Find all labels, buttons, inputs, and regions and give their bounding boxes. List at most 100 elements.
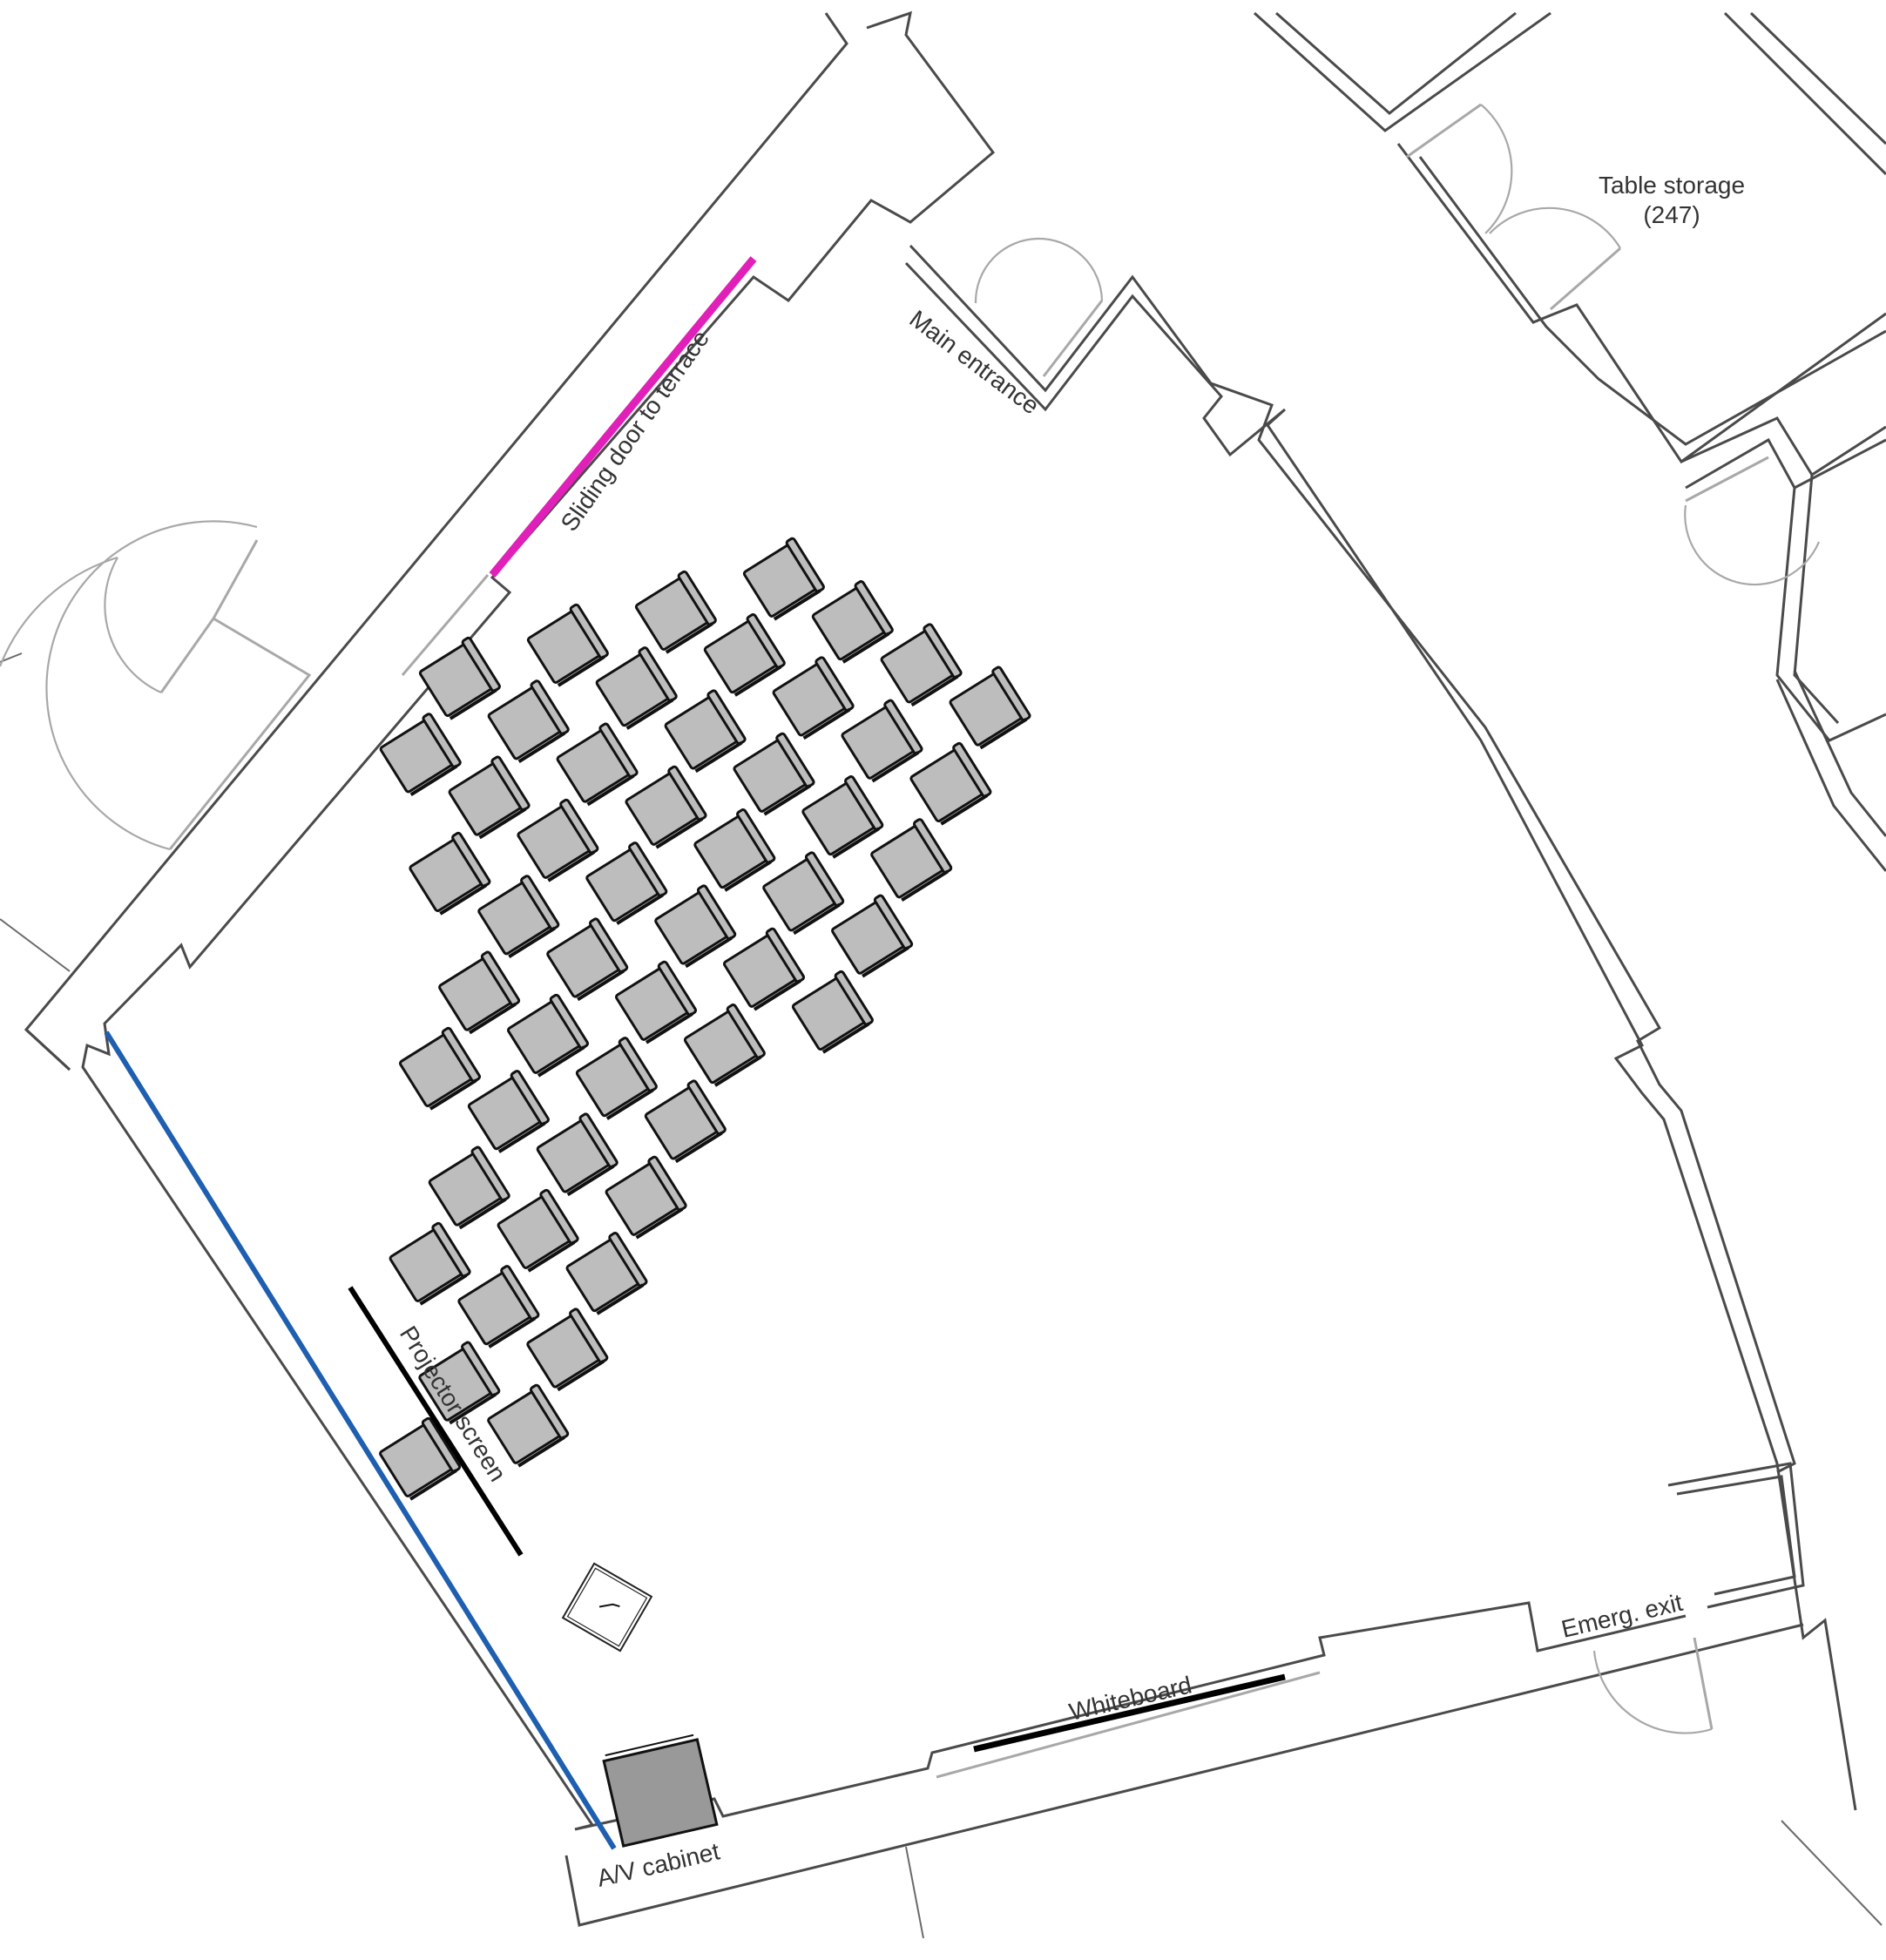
chair-seat	[654, 891, 729, 965]
chair-base	[577, 969, 625, 1002]
chair-base	[449, 688, 497, 720]
chair-base	[940, 794, 989, 826]
chair-seat	[536, 1119, 611, 1193]
storage-door-swing-2	[1489, 206, 1621, 249]
chair	[467, 1070, 550, 1153]
chair-seat	[870, 824, 945, 899]
chair-back	[490, 755, 531, 812]
storage-wall-8	[1685, 437, 1886, 490]
chair	[585, 841, 668, 925]
west-door-frame	[168, 617, 312, 850]
chair-back	[638, 646, 678, 702]
chair-base	[605, 1088, 654, 1120]
chair-seat	[909, 748, 984, 823]
chair	[880, 623, 963, 707]
east-room-wall	[1775, 487, 1886, 742]
chair-back	[834, 970, 874, 1026]
chair-base	[557, 1359, 605, 1392]
terrace-window-pane	[401, 574, 490, 676]
chair-back	[912, 818, 953, 874]
chair	[733, 732, 815, 816]
chair-seat	[487, 686, 562, 760]
av-cabinet-box	[602, 1738, 719, 1848]
west-door-leaf-2	[212, 539, 259, 619]
chair	[409, 831, 491, 916]
chair-back	[480, 950, 521, 1007]
chair	[389, 1221, 471, 1306]
chair-base	[713, 1055, 762, 1087]
chair-seat	[477, 881, 552, 956]
chair-base	[753, 979, 801, 1011]
chair-base	[478, 808, 527, 840]
chair	[723, 927, 806, 1011]
chair-back	[667, 765, 707, 821]
chair-base	[517, 731, 566, 763]
chair-base	[763, 784, 812, 816]
chair-seat	[438, 957, 513, 1031]
chair-back	[421, 1416, 462, 1473]
chair-seat	[791, 977, 867, 1051]
chair-seat	[949, 672, 1024, 747]
west-door-swing-2	[45, 520, 258, 851]
chair-seat	[880, 629, 955, 704]
chair-back	[746, 613, 786, 669]
chair-back	[461, 636, 501, 693]
storage-door-swing-1	[1480, 104, 1513, 234]
chair	[762, 851, 845, 936]
chair-base	[616, 893, 664, 925]
chair	[487, 679, 570, 763]
chair-back	[588, 917, 629, 974]
chair-seat	[683, 1010, 759, 1085]
chair-seat	[409, 838, 483, 913]
chair	[831, 894, 914, 978]
chair-base	[517, 1436, 565, 1468]
emergency-alcove	[1667, 1462, 1805, 1609]
chair-seat	[526, 610, 602, 684]
main-entrance-door-leaf	[1042, 300, 1104, 377]
chair	[418, 1341, 501, 1425]
chair-back	[598, 722, 639, 779]
lectern-mark	[598, 1603, 620, 1608]
chair-back	[775, 732, 815, 788]
chair-back	[441, 1026, 482, 1083]
inner-wall-northeast	[909, 244, 1796, 1474]
chair-back	[539, 1188, 579, 1245]
chair-back	[569, 1308, 609, 1364]
chair	[526, 1308, 609, 1392]
chair-grid	[379, 537, 1031, 1501]
chair-base	[537, 1045, 585, 1078]
chair-back	[873, 894, 914, 950]
chair-back	[520, 875, 560, 930]
outer-wall-south	[564, 1623, 1804, 1927]
whiteboard-label: Whiteboard	[1066, 1671, 1193, 1725]
chair-back	[844, 775, 884, 831]
chair-base	[724, 860, 772, 892]
room-walls	[0, 10, 1883, 1939]
chair-base	[694, 740, 743, 774]
chair	[497, 1188, 579, 1273]
lectern-box	[561, 1562, 653, 1652]
chair-back	[578, 1112, 619, 1169]
east-room-wall-4	[1793, 670, 1886, 837]
chair	[605, 1155, 687, 1240]
chair-back	[923, 623, 963, 679]
chair-base	[527, 1240, 576, 1273]
chair-base	[645, 1012, 693, 1044]
chair	[556, 722, 639, 807]
chair-back	[883, 699, 923, 755]
chair-back	[765, 927, 806, 983]
chair-seat	[556, 729, 631, 803]
chair	[379, 713, 462, 796]
chair-seat	[497, 1195, 571, 1269]
chair-back	[451, 831, 491, 888]
chair-base	[862, 946, 909, 978]
chair-back	[461, 1341, 501, 1397]
chair-base	[802, 707, 851, 740]
chair	[428, 1146, 510, 1230]
chair-back	[529, 1383, 570, 1440]
lectern	[561, 1562, 653, 1652]
chair-back	[736, 808, 776, 864]
chair	[457, 1265, 540, 1348]
storage-room-walls	[1253, 11, 1886, 1609]
